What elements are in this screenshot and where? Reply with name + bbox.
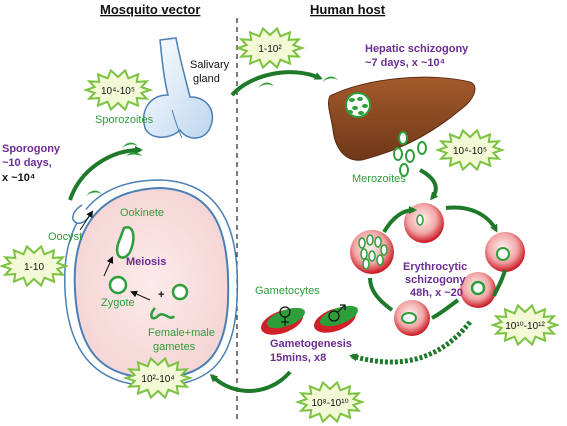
merozoite-dot	[417, 141, 427, 155]
gametogenesis-label-line1: Gametogenesis	[270, 338, 352, 350]
oocyst-label: Oocyst	[48, 231, 82, 243]
female-gamete-shape	[171, 283, 189, 301]
sporozoite-crescent	[322, 76, 338, 82]
ookinete-label: Ookinete	[120, 207, 164, 219]
burst-label: 10⁸-10¹⁰	[311, 398, 348, 409]
erythrocytic-label-line1: Erythrocytic	[403, 261, 467, 273]
burst-top-left: 10⁴-10⁵	[82, 68, 154, 112]
arrow-oocyst-to-sporozoites	[68, 146, 143, 201]
salivary-gland-label-line2: gland	[193, 73, 220, 85]
gametocyte-female	[260, 306, 305, 335]
gametocyte-male	[313, 304, 358, 333]
hepatic-label-line2: ~7 days, x ~10⁴	[365, 57, 445, 69]
sporozoites-label: Sporozoites	[95, 114, 154, 126]
erythrocytic-label-line2: schizogony	[405, 274, 466, 286]
salivary-gland-label-line1: Salivary	[190, 59, 230, 71]
gametocytes-label: Gametocytes	[255, 285, 320, 297]
gametes-label-line1: Female+male	[148, 327, 215, 339]
ookinete-shape	[115, 226, 135, 259]
arrow-gametes-to-zygote	[130, 290, 151, 301]
gametes-label-line2: gametes	[153, 341, 196, 353]
header-human: Human host	[310, 2, 386, 17]
burst-label: 1-10	[24, 262, 44, 273]
burst-left: 1-10	[0, 244, 70, 288]
arrow-gametocytes-to-mosquito	[209, 370, 292, 393]
sporozoite-crescent	[122, 142, 138, 148]
zygote-label: Zygote	[101, 297, 135, 309]
gametogenesis-label-line2: 15mins, x8	[270, 352, 326, 364]
merozoites-label: Merozoites	[352, 173, 406, 185]
meiosis-label: Meiosis	[126, 256, 166, 268]
liver-illustration	[328, 76, 476, 161]
salivary-gland-illustration	[143, 37, 214, 139]
sporozoite-crescent	[86, 190, 102, 196]
burst-right: 10⁴-10⁵	[434, 128, 506, 172]
erythrocytic-label-line3: 48h, x ~20	[410, 287, 463, 299]
sporogony-label-line2: ~10 days,	[2, 157, 52, 169]
burst-bottom-mid: 10⁸-10¹⁰	[294, 380, 366, 424]
burst-bottom-left: 10²-10⁴	[122, 356, 194, 400]
burst-top-mid: 1-10²	[234, 26, 306, 70]
header-mosquito: Mosquito vector	[100, 2, 200, 17]
merozoite-dot	[405, 149, 415, 163]
sporogony-label-line3: x ~10⁴	[2, 172, 35, 184]
merozoite-dot	[399, 163, 409, 177]
sporozoite-crescent	[258, 82, 274, 88]
arrow-blood-to-gametocytes	[349, 320, 472, 365]
merozoite-dot	[393, 147, 403, 161]
merozoite-dot	[398, 131, 408, 145]
burst-bottom-right: 10¹⁰-10¹²	[489, 303, 561, 347]
arrow-zygote-to-ookinete	[103, 256, 114, 277]
erythrocytic-cycle	[350, 203, 525, 336]
arrow-liver-to-blood	[419, 168, 439, 201]
burst-label: 10²-10⁴	[141, 374, 174, 385]
burst-label: 10⁴-10⁵	[453, 146, 487, 157]
burst-label: 10¹⁰-10¹²	[505, 321, 545, 332]
arrow-to-oocyst	[79, 210, 94, 231]
hepatic-label-line1: Hepatic schizogony	[365, 43, 469, 55]
zygote-shape	[108, 275, 128, 295]
sporogony-label-line1: Sporogony	[2, 143, 61, 155]
burst-label: 10⁴-10⁵	[101, 86, 135, 97]
burst-label: 1-10²	[258, 44, 282, 55]
plus-sign: +	[158, 289, 164, 301]
male-gamete-shape	[150, 307, 176, 320]
arrow-gland-to-liver	[230, 70, 323, 97]
